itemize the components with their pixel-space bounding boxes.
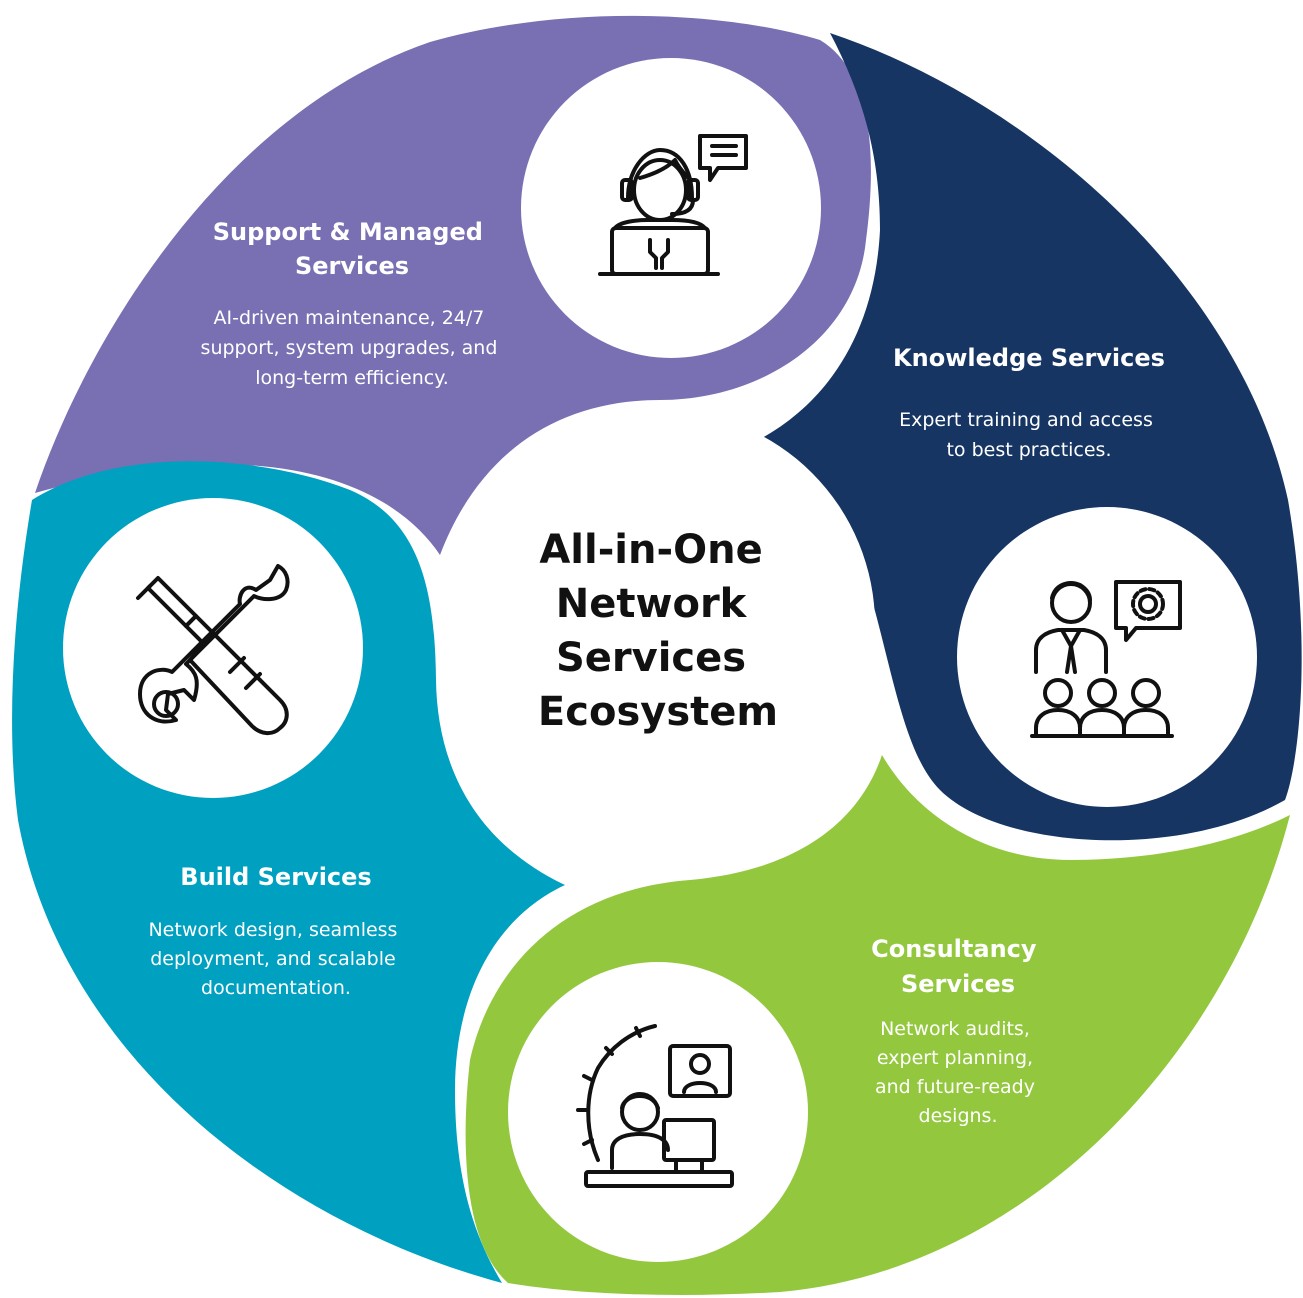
support-icon-circle <box>521 58 821 358</box>
center-circle <box>445 410 875 840</box>
consultant-meeting-icon <box>576 1024 734 1188</box>
consultancy-text: Consultancy Services Network audits, exp… <box>871 935 1045 1127</box>
trainer-audience-icon <box>1030 580 1182 738</box>
build-title: Build Services <box>180 863 371 891</box>
knowledge-text: Knowledge Services Expert training and a… <box>893 344 1165 461</box>
support-title: Support & Managed Services <box>213 218 492 280</box>
consultancy-description: Network audits, expert planning, and fut… <box>875 1018 1041 1127</box>
knowledge-description: Expert training and access to best pract… <box>899 409 1159 461</box>
support-agent-icon <box>598 134 748 276</box>
support-text: Support & Managed Services AI-driven mai… <box>201 218 504 389</box>
build-description: Network design, seamless deployment, and… <box>148 919 403 999</box>
center-title: All-in-One Network Services Ecosystem <box>538 527 778 735</box>
wrench-screwdriver-icon <box>136 564 290 735</box>
build-icon-circle <box>63 498 363 798</box>
support-description: AI-driven maintenance, 24/7 support, sys… <box>201 307 504 389</box>
build-text: Build Services Network design, seamless … <box>148 863 403 999</box>
consultancy-title: Consultancy Services <box>871 935 1045 998</box>
knowledge-title: Knowledge Services <box>893 344 1165 372</box>
